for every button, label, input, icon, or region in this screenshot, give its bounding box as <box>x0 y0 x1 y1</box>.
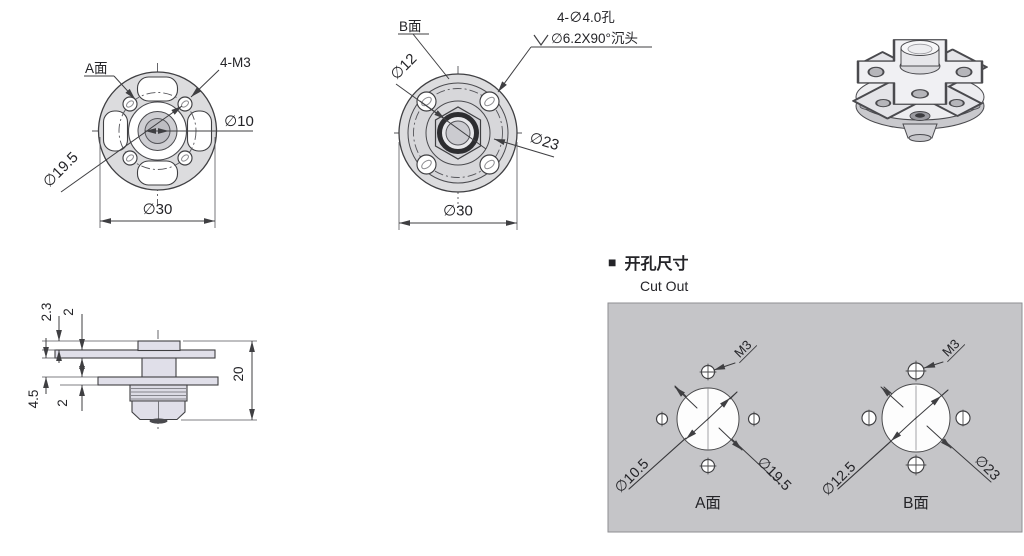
thread-note-label: 4-M3 <box>220 55 251 70</box>
dim-bottom-plate: 2 <box>55 399 70 407</box>
damper-slots <box>102 76 213 186</box>
front-view-b: B面 ∅12 4-∅4.0孔 ∅6.2X90°沉头 ∅23 ∅30 <box>387 10 652 230</box>
center-dim-label: ∅12 <box>387 50 420 83</box>
side-view: 2.3 2 4.5 2 20 <box>26 303 257 432</box>
cutout-header: ■ 开孔尺寸 Cut Out <box>608 250 688 294</box>
shaft-tip <box>149 418 168 424</box>
m3-holes <box>122 96 193 166</box>
bolt-circle-dim-label: ∅19.5 <box>40 149 82 191</box>
cutout-b-holes <box>861 360 971 476</box>
bolt-circle-dim-leader <box>60 105 183 193</box>
cutout-b-face-label: B面 <box>903 495 929 512</box>
dim-top-plate: 2 <box>61 308 76 316</box>
cutout-panel: M3 ∅10.5 ∅19.5 A面 <box>607 302 1023 533</box>
face-a-leader <box>113 75 136 100</box>
hole-note-line1: 4-∅4.0孔 <box>557 10 615 25</box>
cutout-a-face-label: A面 <box>695 495 721 512</box>
face-b-label: B面 <box>399 19 422 34</box>
thread-note-leader <box>190 69 220 98</box>
section-bullet-icon: ■ <box>608 254 617 270</box>
countersink-icon <box>533 34 549 47</box>
outer-dim-label: ∅30 <box>143 201 173 218</box>
dim-gap: 4.5 <box>26 390 41 409</box>
front-view-a: ∅10 ∅19.5 4-M3 A面 ∅30 <box>40 55 254 228</box>
dimension-lines <box>43 314 255 420</box>
hole-note-line2: ∅6.2X90°沉头 <box>551 31 638 46</box>
cutout-title-en: Cut Out <box>640 278 689 294</box>
extension-lines <box>42 340 257 421</box>
side-profile <box>54 340 219 421</box>
countersunk-holes <box>416 91 500 175</box>
thread-lines <box>131 388 186 420</box>
hole-note-leader <box>497 46 532 93</box>
outer-dim-label: ∅30 <box>443 203 473 220</box>
face-a-label: A面 <box>85 61 108 76</box>
isometric-view <box>852 39 988 142</box>
bolt-circle-dim-leader <box>493 138 555 158</box>
dim-boss-height: 2.3 <box>39 303 54 322</box>
cutout-title-cn: 开孔尺寸 <box>624 256 689 273</box>
center-dim-arrow <box>419 100 446 120</box>
bore-circle <box>445 120 471 146</box>
dim-total-height: 20 <box>231 366 246 381</box>
face-b-leader <box>412 33 450 80</box>
iso-part <box>852 39 988 142</box>
bolt-circle <box>413 88 503 178</box>
cutout-a-holes <box>655 363 761 475</box>
bore-dim-label: ∅10 <box>224 113 254 130</box>
